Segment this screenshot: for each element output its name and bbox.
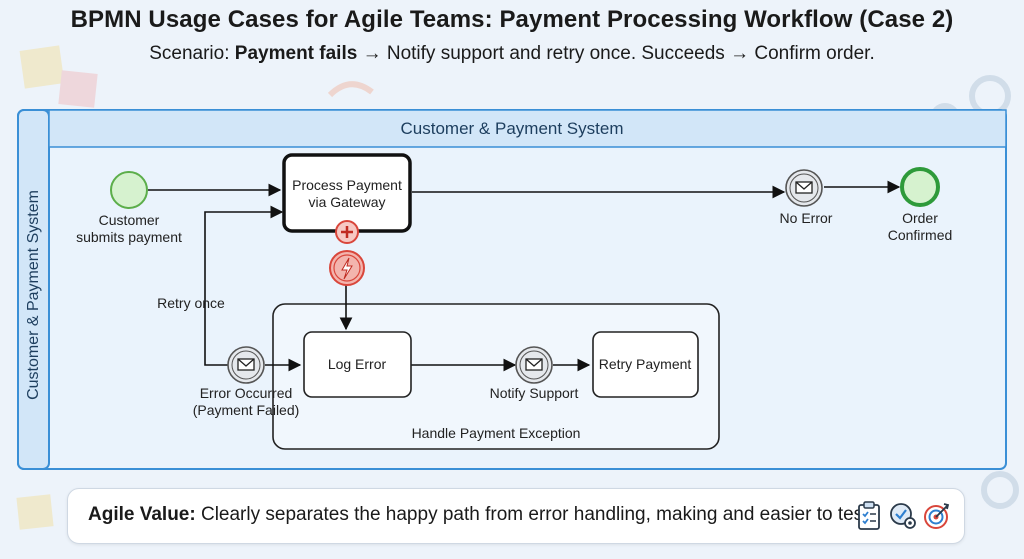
task-retry-payment[interactable]: Retry Payment — [592, 331, 699, 398]
task-process-payment-label-1: Process Payment — [292, 177, 402, 193]
task-process-payment-label-2: via Gateway — [308, 194, 385, 210]
pool: Customer & Payment System Customer & Pay… — [17, 109, 1007, 470]
end-event-label-1: Order — [902, 210, 938, 226]
task-log-error-label: Log Error — [328, 356, 387, 372]
boundary-error-event-lightning-icon[interactable] — [329, 250, 365, 286]
pool-side-label: Customer & Payment System — [25, 190, 42, 400]
subtitle-bold: Payment fails — [234, 43, 358, 64]
sequence-flows — [148, 180, 901, 372]
task-process-payment[interactable]: Process Payment via Gateway — [282, 153, 412, 233]
checklist-gear-icon — [890, 503, 916, 529]
end-event-label-2: Confirmed — [888, 227, 953, 243]
event-no-error-envelope-icon[interactable] — [785, 169, 823, 207]
agile-value-footer: Agile Value: Clearly separates the happy… — [67, 488, 965, 544]
flow-retry-once — [204, 205, 284, 366]
footer-text: Agile Value: Clearly separates the happy… — [88, 504, 874, 526]
subprocess-label: Handle Payment Exception — [412, 425, 581, 441]
page-title: BPMN Usage Cases for Agile Teams: Paymen… — [70, 6, 954, 33]
start-event[interactable] — [110, 171, 148, 209]
task-log-error[interactable]: Log Error — [303, 331, 412, 398]
event-error-occurred-label-2: (Payment Failed) — [193, 402, 300, 418]
arrow-decoration — [327, 81, 374, 98]
target-icon — [924, 503, 950, 529]
start-event-label-1: Customer — [99, 212, 160, 228]
subtitle-prefix: Scenario: — [149, 43, 230, 64]
event-notify-support-label: Notify Support — [490, 385, 579, 401]
retry-once-label: Retry once — [157, 295, 225, 311]
start-event-label-2: submits payment — [76, 229, 182, 245]
footer-description: Clearly separates the happy path from er… — [195, 504, 874, 525]
sticky-notes-decoration — [16, 45, 98, 530]
end-event[interactable] — [900, 167, 940, 207]
event-error-occurred-label-1: Error Occurred — [200, 385, 293, 401]
subtitle-rest: → Notify support and retry once. Succeed… — [362, 43, 875, 64]
event-error-occurred-envelope-icon[interactable] — [227, 346, 265, 384]
lane-header-label: Customer & Payment System — [401, 119, 624, 138]
clipboard-check-icon — [858, 501, 880, 530]
expand-plus-icon[interactable] — [335, 220, 359, 244]
event-notify-support-envelope-icon[interactable] — [515, 346, 553, 384]
scenario-subtitle: Scenario: Payment fails → Notify support… — [0, 43, 1024, 65]
footer-bold-label: Agile Value: — [88, 504, 196, 525]
task-retry-payment-label: Retry Payment — [599, 356, 692, 372]
event-no-error-label: No Error — [780, 210, 833, 226]
